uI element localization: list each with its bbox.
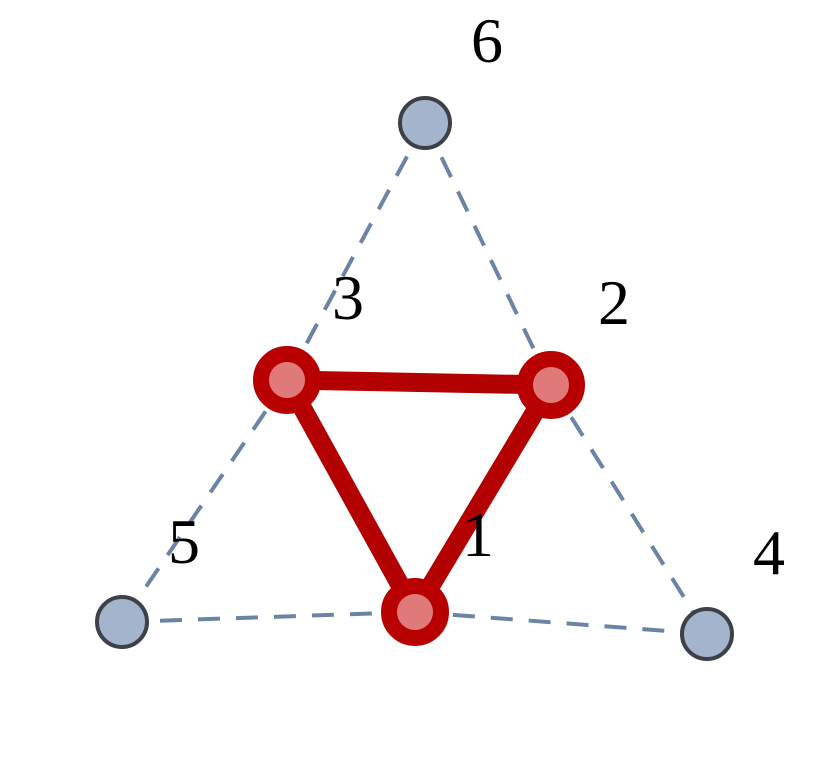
nodes xyxy=(95,96,734,661)
edge-6-3 xyxy=(285,122,427,381)
node-label-3: 3 xyxy=(332,262,364,333)
node-4 xyxy=(680,607,734,661)
edge-3-5 xyxy=(120,378,289,624)
edge-3-2 xyxy=(277,370,561,395)
edge-6-2 xyxy=(423,122,553,386)
edge-2-1 xyxy=(405,375,561,622)
node-2 xyxy=(517,351,585,419)
node-6 xyxy=(398,96,452,150)
dashed-edges xyxy=(120,122,709,636)
edge-3-1 xyxy=(277,370,425,622)
node-label-6: 6 xyxy=(471,5,503,76)
node-label-1: 1 xyxy=(462,499,494,570)
node-5 xyxy=(95,595,149,649)
node-label-4: 4 xyxy=(753,517,785,588)
edge-1-4 xyxy=(414,610,708,636)
highlighted-edges xyxy=(277,370,561,622)
edge-5-1 xyxy=(121,610,416,624)
node-1 xyxy=(381,578,449,646)
node-labels: 6 3 2 1 5 4 xyxy=(168,5,785,588)
node-label-5: 5 xyxy=(168,506,200,577)
edge-2-4 xyxy=(549,383,709,636)
node-label-2: 2 xyxy=(598,267,630,338)
node-3 xyxy=(253,346,321,414)
